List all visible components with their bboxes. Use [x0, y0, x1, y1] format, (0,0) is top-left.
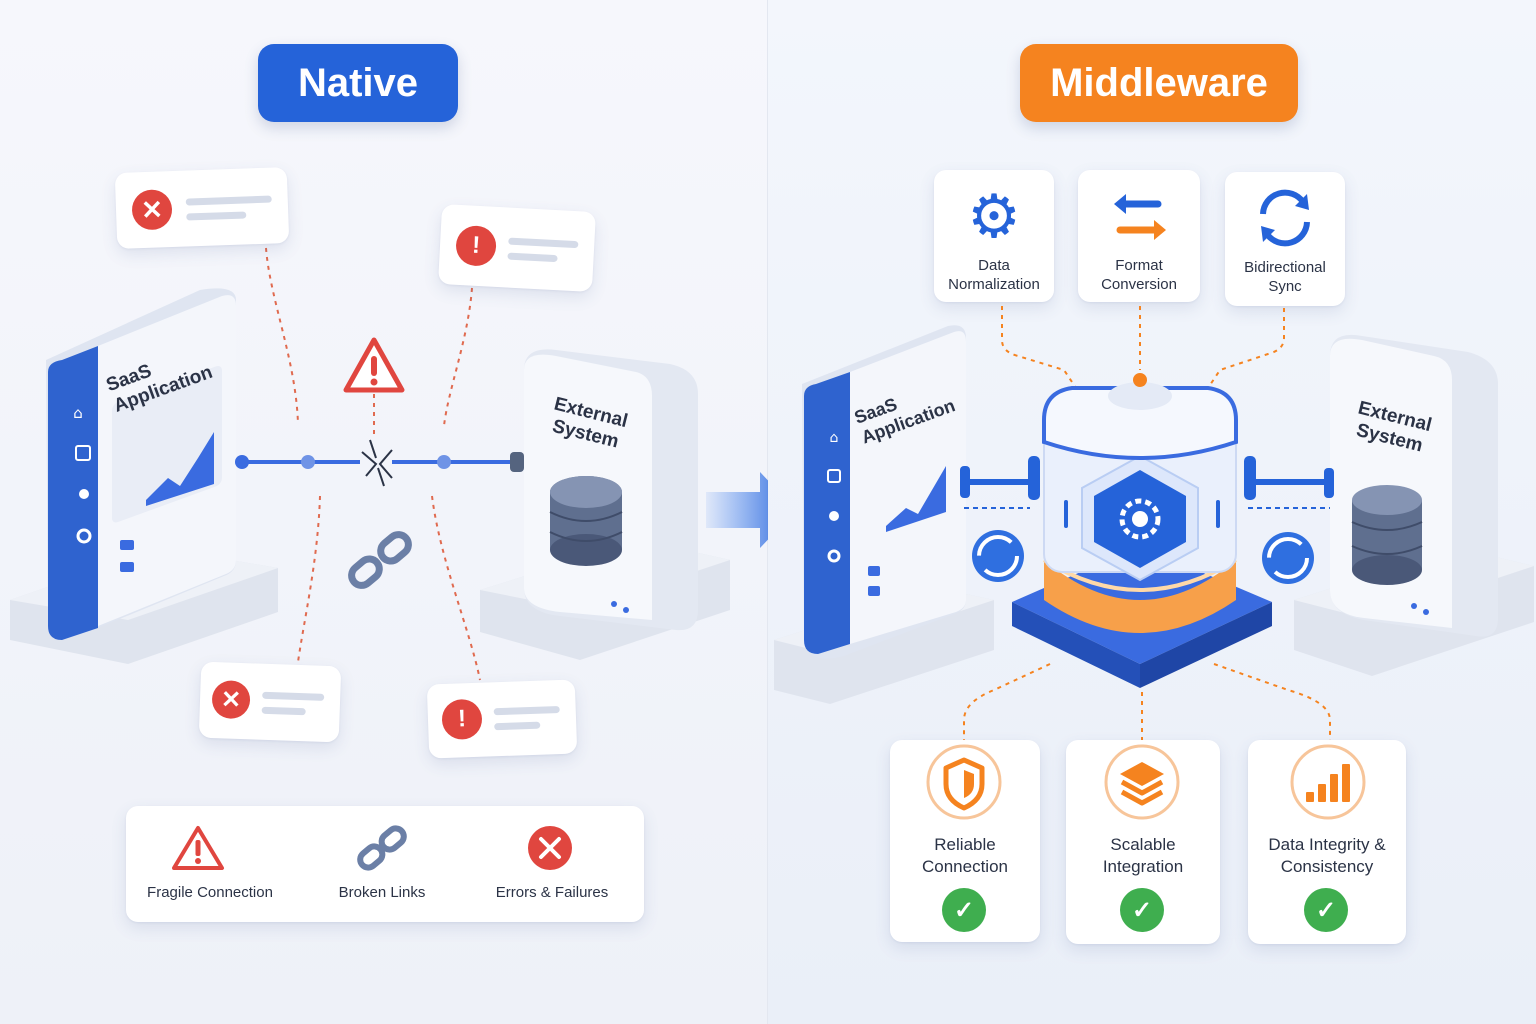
sync-icon — [1260, 189, 1310, 247]
native-title: Native — [258, 44, 458, 122]
sync-icon — [972, 530, 1024, 582]
benefit-label: Scalable Integration — [1102, 835, 1184, 876]
swap-arrows-icon — [1114, 194, 1166, 240]
native-diagram: ⌂ — [10, 247, 730, 681]
legend-errors-failures: Errors & Failures — [495, 884, 609, 901]
alert-icon: ! — [441, 698, 483, 741]
feature-label: Data Normalization — [948, 257, 1040, 293]
sync-icon — [1262, 532, 1314, 584]
alert-card: ! — [438, 204, 596, 292]
feature-card-bidirectional-sync: Bidirectional Sync — [1225, 172, 1345, 306]
middleware-diagram: ⌂ — [774, 306, 1534, 740]
broken-link-icon — [357, 825, 407, 871]
check-icon: ✓ — [1304, 888, 1348, 932]
svg-text:⌂: ⌂ — [830, 430, 839, 446]
svg-text:⌂: ⌂ — [73, 404, 83, 422]
alert-icon: ! — [455, 224, 498, 267]
legend-fragile-connection: Fragile Connection — [147, 884, 273, 901]
shield-icon — [926, 744, 1002, 820]
legend-broken-links: Broken Links — [338, 884, 426, 901]
error-icon: ✕ — [211, 679, 251, 720]
layers-icon — [1104, 744, 1180, 820]
broken-link-icon — [348, 531, 412, 589]
benefit-label: Reliable Connection — [921, 835, 1008, 876]
error-icon: ✕ — [131, 189, 173, 231]
benefit-card-reliable-connection: Reliable Connection ✓ — [890, 740, 1040, 942]
alert-card: ! — [426, 679, 578, 759]
benefit-label: Data Integrity & Consistency — [1268, 835, 1386, 876]
feature-label: Bidirectional Sync — [1244, 259, 1326, 295]
feature-card-format-conversion: Format Conversion — [1078, 170, 1200, 302]
check-icon: ✓ — [1120, 888, 1164, 932]
error-card: ✕ — [114, 167, 290, 249]
benefit-card-data-integrity: Data Integrity & Consistency ✓ — [1248, 740, 1406, 944]
middleware-title: Middleware — [1020, 44, 1298, 122]
middleware-panel: Middleware ⚙ Data Normalization Format C… — [768, 0, 1536, 1024]
benefit-card-scalable-integration: Scalable Integration ✓ — [1066, 740, 1220, 944]
native-panel: Native ⌂ — [0, 0, 768, 1024]
error-card: ✕ — [198, 661, 342, 743]
feature-label: Format Conversion — [1101, 257, 1177, 293]
feature-card-data-normalization: ⚙ Data Normalization — [934, 170, 1054, 302]
native-legend: Fragile Connection Broken Links Errors &… — [126, 806, 644, 922]
check-icon: ✓ — [942, 888, 986, 932]
bar-chart-icon — [1290, 744, 1366, 820]
gear-icon: ⚙ — [967, 183, 1021, 250]
